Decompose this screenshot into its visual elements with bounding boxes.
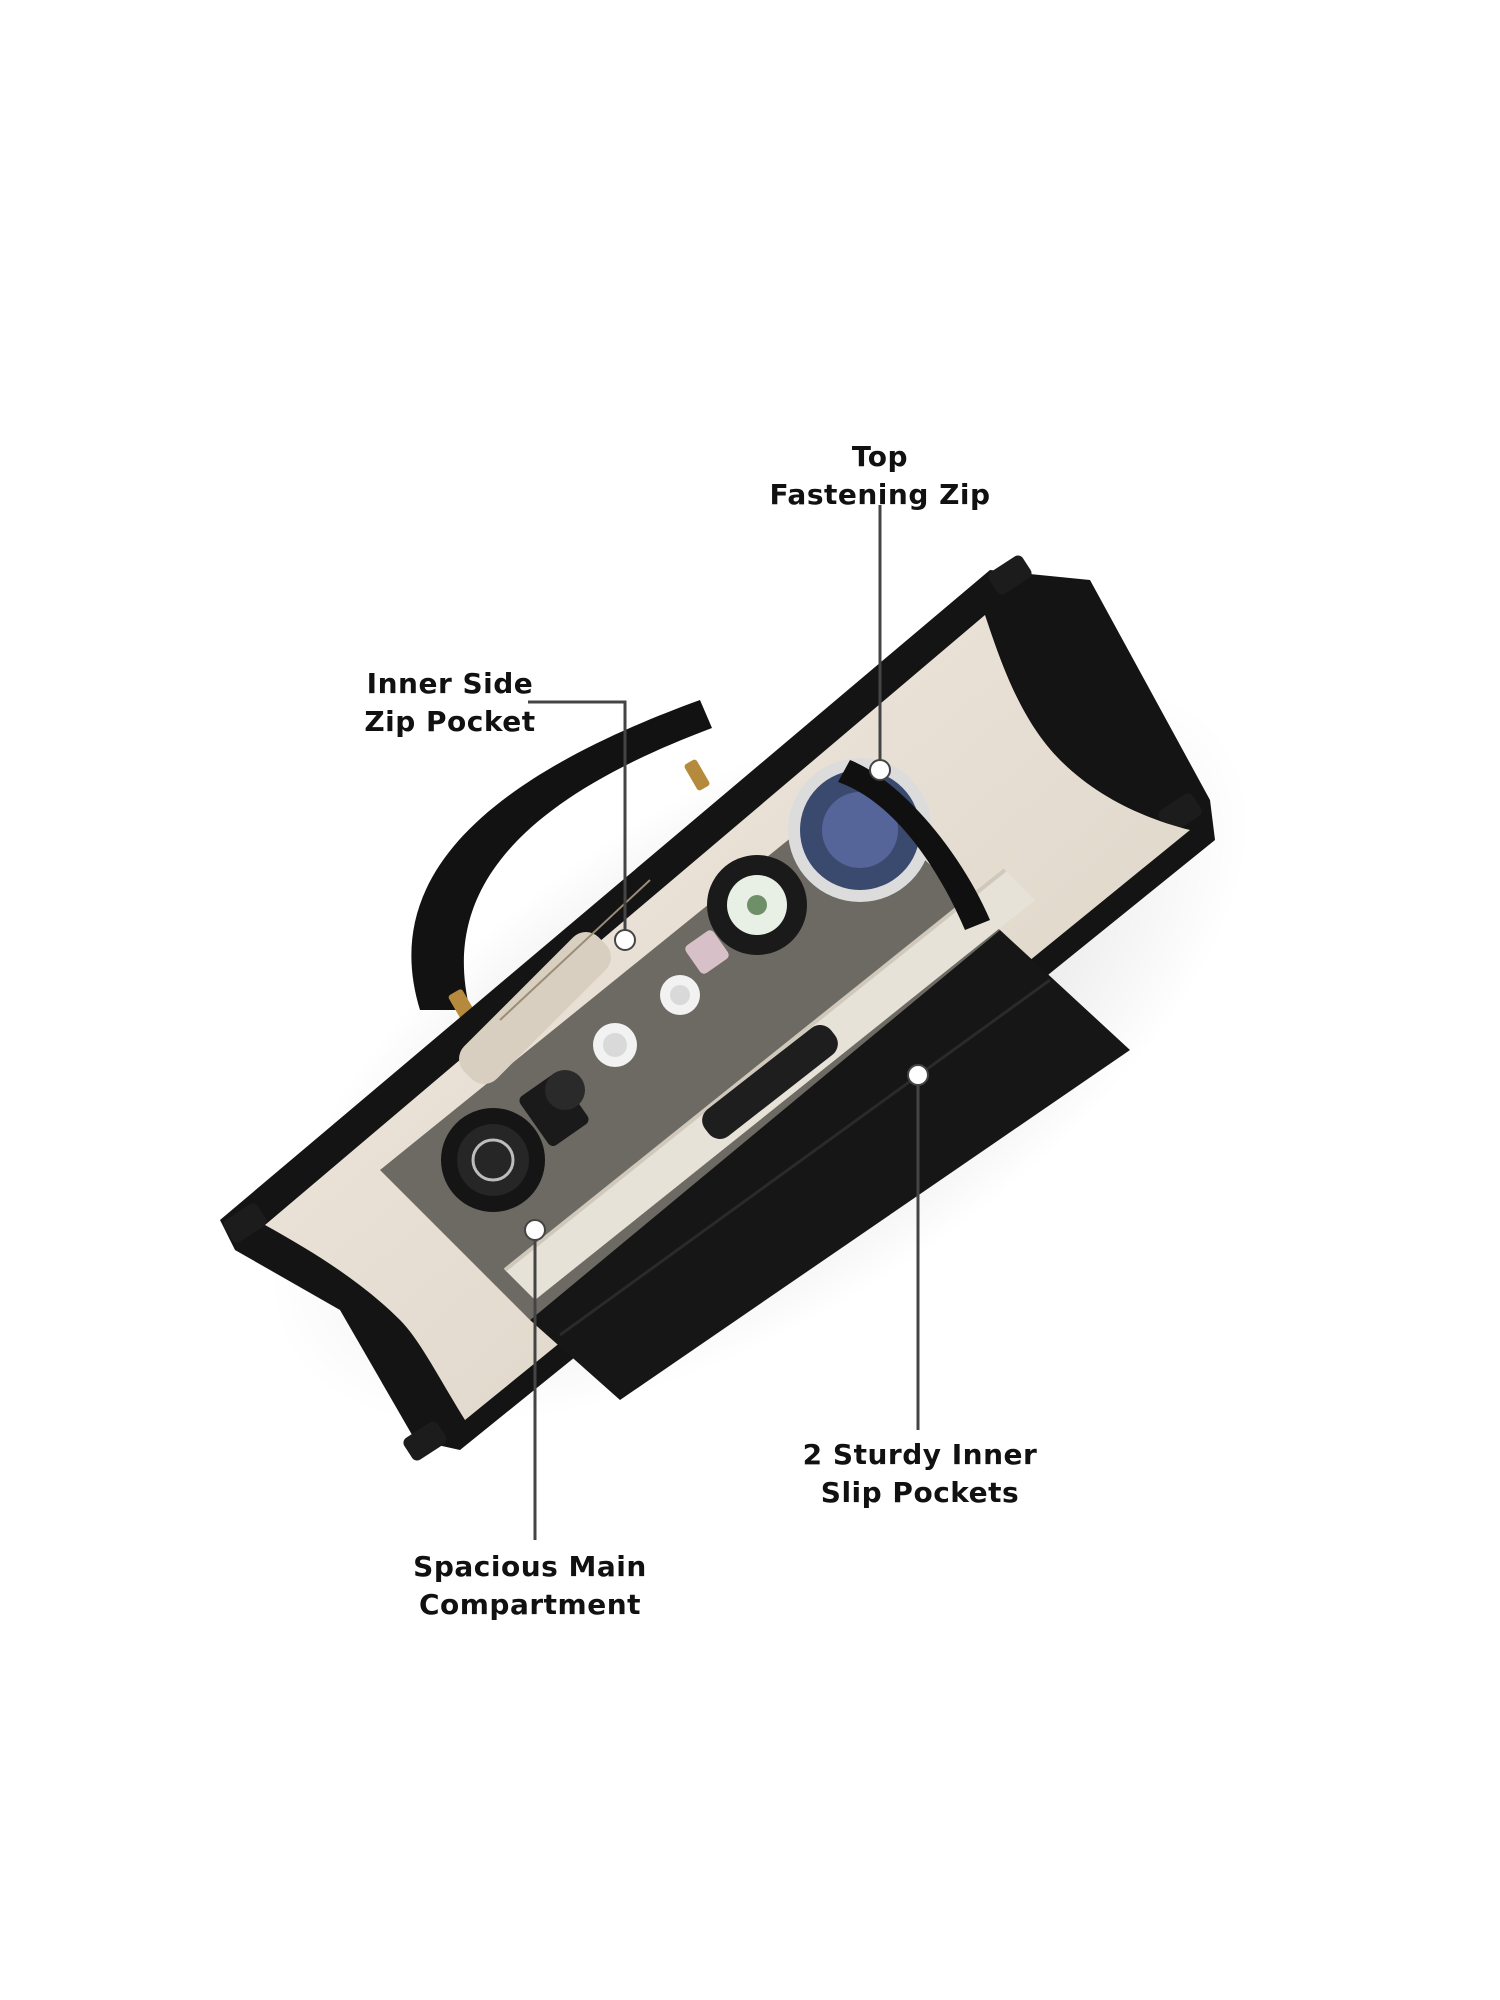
leader-dot: [614, 929, 636, 951]
leader-dot: [869, 759, 891, 781]
callout-line: Inner Side: [366, 667, 534, 700]
perfume-bottle: [685, 930, 729, 974]
callout-line: Fastening Zip: [769, 478, 991, 511]
callout-line: 2 Sturdy Inner: [802, 1438, 1038, 1471]
callout-line: Spacious Main: [413, 1550, 647, 1583]
callout-line: Top: [851, 440, 909, 473]
callout-line: Zip Pocket: [364, 705, 536, 738]
slip-pocket-front: [530, 930, 1130, 1400]
callout-main-compartment: Spacious Main Compartment: [395, 1548, 665, 1624]
callout-inner-side-zip-pocket: Inner Side Zip Pocket: [350, 665, 550, 741]
corner-tab: [403, 1421, 447, 1461]
callout-top-fastening-zip: Top Fastening Zip: [760, 438, 1000, 514]
phone: [459, 932, 611, 1084]
corner-tab: [223, 1203, 267, 1243]
leader-dot: [907, 1064, 929, 1086]
lipstick-box: [519, 1074, 589, 1146]
leader-dot: [524, 1219, 546, 1241]
corner-tab: [1158, 793, 1202, 833]
callout-line: Slip Pockets: [820, 1476, 1020, 1509]
callout-line: Compartment: [418, 1588, 642, 1621]
handle-strap: [411, 700, 712, 1010]
leader-line-side-zip: [528, 700, 627, 940]
corner-tab: [988, 555, 1032, 595]
callout-inner-slip-pockets: 2 Sturdy Inner Slip Pockets: [800, 1436, 1040, 1512]
lipstick-cap: [545, 1070, 585, 1110]
pen-case: [702, 1025, 838, 1139]
top-zip-strap: [838, 760, 990, 930]
